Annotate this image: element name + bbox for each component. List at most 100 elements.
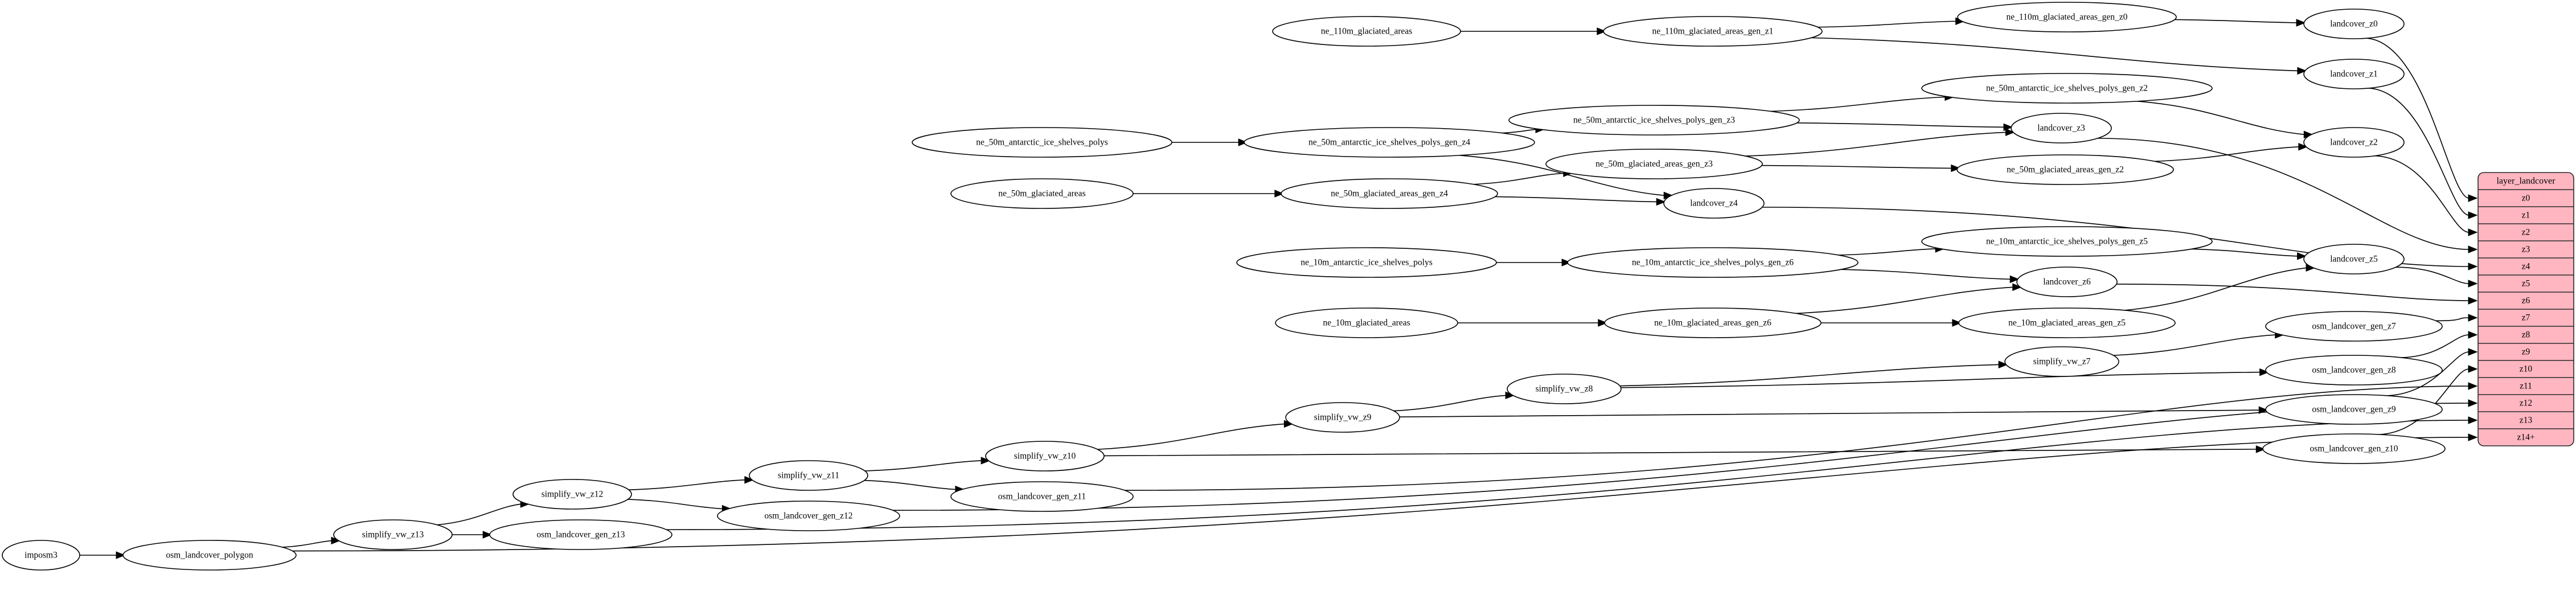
graph-node-landcover_z2[interactable]: landcover_z2 xyxy=(2303,127,2405,158)
node-label: simplify_vw_z9 xyxy=(1314,413,1372,423)
table-row-z12[interactable]: z12 xyxy=(2520,399,2532,408)
edge-line xyxy=(2122,267,2307,311)
edge-line xyxy=(1398,409,2260,418)
node-label: ne_50m_antarctic_ice_shelves_polys_gen_z… xyxy=(1986,84,2148,93)
graph-node-ne_10m_antarctic_ice_shelves_polys_gen_z5[interactable]: ne_10m_antarctic_ice_shelves_polys_gen_z… xyxy=(1921,226,2213,257)
node-label: ne_10m_glaciated_areas_gen_z6 xyxy=(1654,318,1771,328)
graph-node-ne_50m_antarctic_ice_shelves_polys_gen_z4[interactable]: ne_50m_antarctic_ice_shelves_polys_gen_z… xyxy=(1244,127,1535,158)
graph-edge-ne_10m_antarctic_ice_shelves_polys_gen_z6--to--ne_10m_antarctic_ice_shelves_polys_gen_z5 xyxy=(1835,245,1945,256)
graph-edge-simplify_vw_z11--to--osm_landcover_gen_z11 xyxy=(863,479,965,494)
graph-node-ne_110m_glaciated_areas_gen_z0[interactable]: ne_110m_glaciated_areas_gen_z0 xyxy=(1957,2,2177,32)
node-shape xyxy=(122,540,297,571)
table-row-z5[interactable]: z5 xyxy=(2522,279,2530,289)
edge-line xyxy=(1838,269,2011,280)
graph-node-osm_landcover_gen_z10[interactable]: osm_landcover_gen_z10 xyxy=(2262,433,2446,464)
node-shape xyxy=(1272,16,1461,47)
node-shape xyxy=(1958,307,2176,338)
node-shape xyxy=(950,481,1134,512)
node-label: landcover_z2 xyxy=(2330,138,2378,147)
edge-arrowhead xyxy=(1597,27,1607,35)
graph-node-osm_landcover_gen_z11[interactable]: osm_landcover_gen_z11 xyxy=(950,481,1134,512)
node-label: osm_landcover_polygon xyxy=(166,551,253,560)
edge-arrowhead xyxy=(2468,297,2478,305)
graph-edge-ne_10m_antarctic_ice_shelves_polys_gen_z5--to--landcover_z5 xyxy=(2188,248,2307,260)
table-row-z9[interactable]: z9 xyxy=(2522,347,2530,357)
graph-node-osm_landcover_gen_z13[interactable]: osm_landcover_gen_z13 xyxy=(489,519,672,550)
graph-node-ne_50m_antarctic_ice_shelves_polys_gen_z3[interactable]: ne_50m_antarctic_ice_shelves_polys_gen_z… xyxy=(1508,105,1800,136)
edge-arrowhead xyxy=(2468,211,2478,219)
graph-node-osm_landcover_gen_z8[interactable]: osm_landcover_gen_z8 xyxy=(2265,355,2443,386)
graph-node-simplify_vw_z7[interactable]: simplify_vw_z7 xyxy=(2004,346,2119,377)
edge-line xyxy=(280,540,333,548)
table-row-z8[interactable]: z8 xyxy=(2522,330,2530,340)
graph-node-ne_10m_glaciated_areas_gen_z5[interactable]: ne_10m_glaciated_areas_gen_z5 xyxy=(1958,307,2176,338)
graph-node-ne_50m_antarctic_ice_shelves_polys[interactable]: ne_50m_antarctic_ice_shelves_polys xyxy=(912,127,1172,158)
graph-node-landcover_z5[interactable]: landcover_z5 xyxy=(2303,244,2405,274)
graph-node-simplify_vw_z9[interactable]: simplify_vw_z9 xyxy=(1285,402,1400,433)
table-row-z6[interactable]: z6 xyxy=(2522,296,2530,306)
table-row-z13[interactable]: z13 xyxy=(2520,416,2533,425)
graph-node-simplify_vw_z12[interactable]: simplify_vw_z12 xyxy=(512,479,632,510)
graph-edge-osm_landcover_polygon--to--layer_landcover_z14_ xyxy=(290,433,2478,552)
node-shape xyxy=(2303,127,2405,158)
graph-node-ne_50m_glaciated_areas_gen_z3[interactable]: ne_50m_glaciated_areas_gen_z3 xyxy=(1545,149,1763,179)
edge-line xyxy=(436,503,522,526)
graph-node-ne_110m_glaciated_areas[interactable]: ne_110m_glaciated_areas xyxy=(1272,16,1461,47)
edge-line xyxy=(1808,37,2298,72)
graph-edge-landcover_z5--to--layer_landcover_z5 xyxy=(2394,266,2478,288)
graph-node-landcover_z1[interactable]: landcover_z1 xyxy=(2303,59,2405,89)
graph-node-simplify_vw_z8[interactable]: simplify_vw_z8 xyxy=(1507,374,1622,404)
graph-node-osm_landcover_gen_z12[interactable]: osm_landcover_gen_z12 xyxy=(717,501,900,531)
table-row-z7[interactable]: z7 xyxy=(2522,313,2530,323)
graph-edge-simplify_vw_z12--to--osm_landcover_gen_z12 xyxy=(626,498,732,513)
graph-node-ne_50m_glaciated_areas[interactable]: ne_50m_glaciated_areas xyxy=(950,178,1134,209)
graph-node-simplify_vw_z10[interactable]: simplify_vw_z10 xyxy=(985,441,1105,471)
graph-node-ne_10m_glaciated_areas[interactable]: ne_10m_glaciated_areas xyxy=(1275,307,1458,338)
graph-node-imposm3[interactable]: imposm3 xyxy=(2,540,80,571)
nodes-layer: imposm3 osm_landcover_polygon simplify_vw_… xyxy=(2,2,2446,571)
graph-node-osm_landcover_gen_z7[interactable]: osm_landcover_gen_z7 xyxy=(2265,311,2443,342)
graph-node-landcover_z6[interactable]: landcover_z6 xyxy=(2016,266,2118,297)
edge-arrowhead xyxy=(2297,252,2307,260)
node-shape xyxy=(1275,307,1458,338)
table-row-z2[interactable]: z2 xyxy=(2522,228,2530,237)
table-row-z3[interactable]: z3 xyxy=(2522,245,2530,255)
edge-line xyxy=(1618,364,2000,387)
table-row-z0[interactable]: z0 xyxy=(2522,194,2530,203)
graph-edge-simplify_vw_z13--to--osm_landcover_gen_z13 xyxy=(450,531,493,539)
graph-node-ne_110m_glaciated_areas_gen_z1[interactable]: ne_110m_glaciated_areas_gen_z1 xyxy=(1603,16,1823,47)
edge-arrowhead xyxy=(2468,348,2478,356)
node-label: ne_50m_glaciated_areas_gen_z2 xyxy=(2007,165,2124,175)
edge-line xyxy=(863,460,982,471)
graph-node-ne_50m_glaciated_areas_gen_z4[interactable]: ne_50m_glaciated_areas_gen_z4 xyxy=(1281,178,1498,209)
graph-edge-landcover_z3--to--layer_landcover_z3 xyxy=(2096,138,2478,253)
graph-node-ne_50m_antarctic_ice_shelves_polys_gen_z2[interactable]: ne_50m_antarctic_ice_shelves_polys_gen_z… xyxy=(1921,73,2213,104)
graph-node-ne_10m_antarctic_ice_shelves_polys[interactable]: ne_10m_antarctic_ice_shelves_polys xyxy=(1236,247,1497,278)
edge-arrowhead xyxy=(2468,314,2478,322)
graph-node-osm_landcover_gen_z9[interactable]: osm_landcover_gen_z9 xyxy=(2265,394,2443,425)
table-row-z4[interactable]: z4 xyxy=(2522,262,2530,272)
table-row-z14+[interactable]: z14+ xyxy=(2517,433,2534,442)
graph-node-ne_10m_glaciated_areas_gen_z6[interactable]: ne_10m_glaciated_areas_gen_z6 xyxy=(1604,307,1822,338)
edge-line xyxy=(1835,248,1937,256)
graph-node-simplify_vw_z13[interactable]: simplify_vw_z13 xyxy=(333,519,453,550)
node-shape xyxy=(1507,374,1622,404)
graph-node-ne_10m_antarctic_ice_shelves_polys_gen_z6[interactable]: ne_10m_antarctic_ice_shelves_polys_gen_z… xyxy=(1567,247,1859,278)
node-shape xyxy=(2016,266,2118,297)
graph-node-osm_landcover_polygon[interactable]: osm_landcover_polygon xyxy=(122,540,297,571)
edge-arrowhead xyxy=(744,475,754,484)
table-row-z11[interactable]: z11 xyxy=(2520,382,2532,391)
layer-landcover-table[interactable]: layer_landcover z0 z1 z2 z3 z4 z5 z6 z7 z8 z9 z10 z1… xyxy=(2477,172,2574,446)
node-label: osm_landcover_gen_z12 xyxy=(765,511,853,521)
edge-arrowhead xyxy=(2468,245,2478,253)
table-header-label: layer_landcover xyxy=(2496,177,2556,186)
graph-node-landcover_z4[interactable]: landcover_z4 xyxy=(1663,188,1765,219)
table-row-z10[interactable]: z10 xyxy=(2520,364,2533,374)
graph-node-simplify_vw_z11[interactable]: simplify_vw_z11 xyxy=(749,460,868,491)
graph-node-ne_50m_glaciated_areas_gen_z2[interactable]: ne_50m_glaciated_areas_gen_z2 xyxy=(1956,154,2174,185)
graph-node-landcover_z0[interactable]: landcover_z0 xyxy=(2303,9,2405,39)
graph-edge-ne_50m_antarctic_ice_shelves_polys_gen_z3--to--landcover_z3 xyxy=(1794,122,2013,132)
table-row-z1[interactable]: z1 xyxy=(2522,211,2530,220)
node-shape xyxy=(1285,402,1400,433)
graph-node-landcover_z3[interactable]: landcover_z3 xyxy=(2011,113,2112,143)
